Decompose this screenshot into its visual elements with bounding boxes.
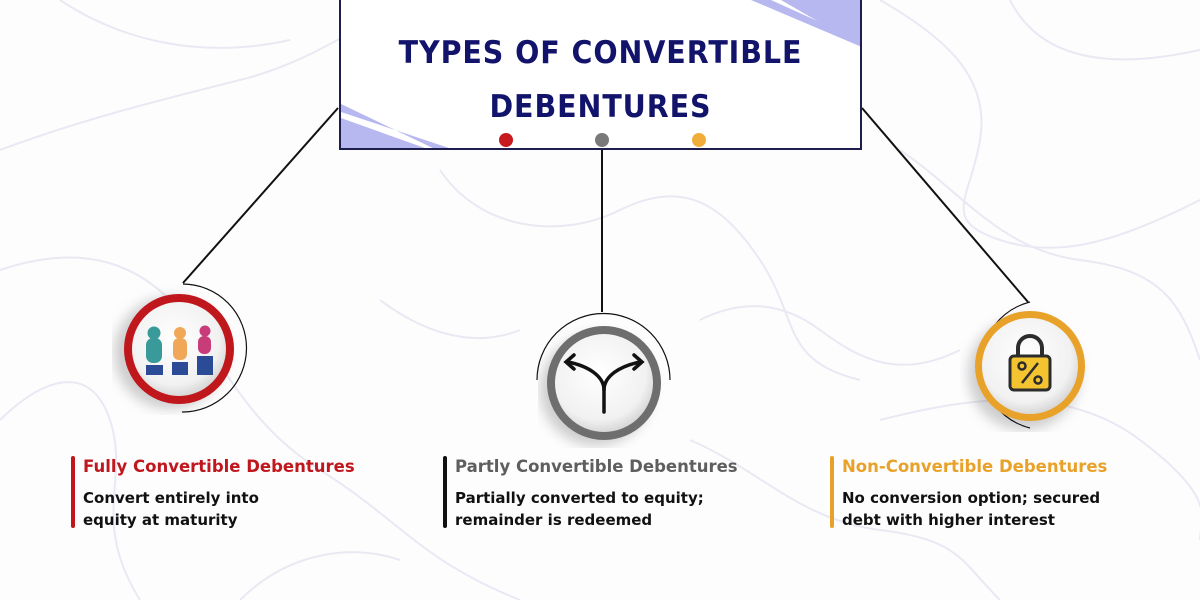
percent-lock-icon xyxy=(1008,334,1052,392)
type-description: Convert entirely into equity at maturity xyxy=(83,489,259,529)
type-heading: Partly Convertible Debentures xyxy=(455,457,738,476)
type-card-non-convertible: Non-Convertible Debentures No conversion… xyxy=(830,456,1107,531)
title-box: Types of Convertible Debentures xyxy=(339,0,862,150)
page-title: Types of Convertible Debentures xyxy=(362,26,839,134)
corner-stripes-decoration xyxy=(341,0,860,148)
people-on-podium-icon xyxy=(146,325,213,375)
accent-bar xyxy=(71,456,75,528)
split-arrows-icon xyxy=(563,353,645,414)
type-description: No conversion option; secured debt with … xyxy=(842,489,1101,529)
type-heading: Non-Convertible Debentures xyxy=(842,457,1108,476)
fully-convertible-icon-circle xyxy=(112,285,242,415)
title-line-1: Types of Convertible xyxy=(398,35,803,71)
accent-bar xyxy=(443,456,447,528)
type-card-partly-convertible: Partly Convertible Debentures Partially … xyxy=(443,456,738,531)
partly-convertible-icon-circle xyxy=(538,318,668,448)
type-heading: Fully Convertible Debentures xyxy=(83,457,355,476)
type-card-fully-convertible: Fully Convertible Debentures Convert ent… xyxy=(71,456,355,531)
type-description: Partially converted to equity; remainder… xyxy=(455,489,704,529)
red-dot xyxy=(499,133,513,147)
accent-bar xyxy=(830,456,834,528)
title-line-2: Debentures xyxy=(489,89,712,125)
orange-dot xyxy=(692,133,706,147)
non-convertible-icon-circle xyxy=(960,302,1090,432)
gray-dot xyxy=(595,133,609,147)
